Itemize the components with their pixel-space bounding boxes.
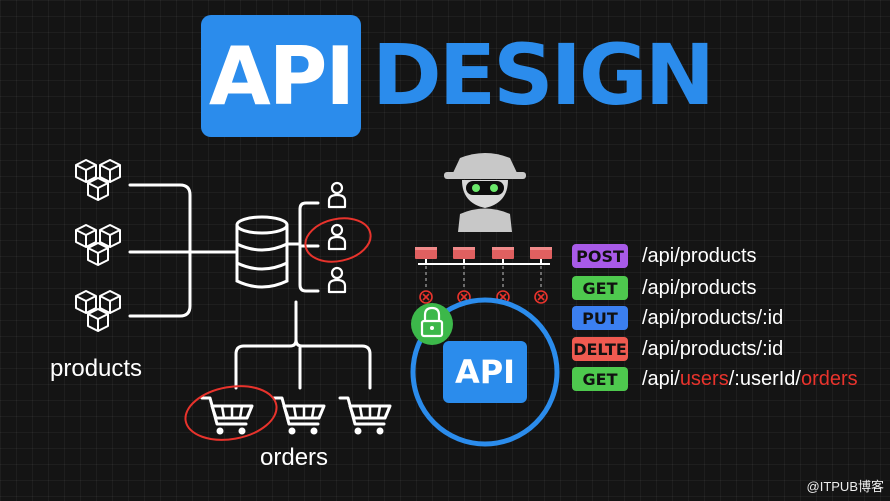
title-api-badge: API — [201, 15, 361, 137]
endpoint-path: /api/users/:userId/orders — [642, 368, 858, 391]
watermark-text: @ITPUB博客 — [806, 479, 884, 494]
blocked-x-icon — [419, 290, 433, 304]
orders-label: orders — [260, 444, 329, 471]
cart-icon — [200, 396, 254, 436]
endpoint-path-segment: /:userId/ — [728, 367, 801, 390]
user-icon — [327, 181, 347, 209]
users-connector — [286, 201, 320, 293]
endpoint-path: /api/products/:id — [642, 307, 783, 330]
hacker-icon — [444, 153, 526, 232]
endpoint-path-resource-highlight: users — [679, 367, 729, 390]
endpoint-path-segment: /api/products — [642, 244, 757, 267]
http-method-badge: POST — [572, 244, 628, 268]
server-links — [425, 266, 542, 290]
endpoint-path-segment: /api/products/:id — [642, 306, 784, 329]
http-method-badge: GET — [572, 276, 628, 300]
endpoint-path-segment: /api/products — [642, 276, 757, 299]
user-icon — [327, 223, 347, 251]
api-box: API — [443, 341, 527, 403]
endpoint-path-segment: /api/ — [642, 367, 680, 390]
http-method-badge: GET — [572, 367, 628, 391]
server-icon — [491, 246, 515, 265]
endpoint-path: /api/products — [642, 245, 757, 268]
endpoint-path: /api/products — [642, 277, 757, 300]
product-boxes-icon — [76, 225, 120, 265]
cart-icon — [338, 396, 392, 436]
http-method-badge: PUT — [572, 306, 628, 330]
server-icon — [414, 246, 438, 265]
endpoint-path: /api/products/:id — [642, 338, 783, 361]
endpoint-row: PUT/api/products/:id — [572, 305, 783, 331]
orders-connector — [234, 300, 372, 390]
user-highlight-circle — [304, 217, 372, 263]
product-boxes-icon — [76, 291, 120, 331]
title-design-text: DESIGN — [372, 26, 715, 124]
blocked-x-icon — [534, 290, 548, 304]
products-label: products — [50, 355, 143, 382]
endpoint-row: GET/api/users/:userId/orders — [572, 366, 858, 392]
endpoint-row: POST/api/products — [572, 243, 757, 269]
endpoint-row: GET/api/products — [572, 275, 757, 301]
endpoint-path-resource-highlight: orders — [800, 367, 858, 390]
endpoint-path-segment: /api/products/:id — [642, 337, 784, 360]
api-boundary-ring — [410, 297, 560, 447]
endpoint-row: DELTE/api/products/:id — [572, 336, 783, 362]
server-icon — [452, 246, 476, 265]
database-icon — [235, 215, 289, 289]
http-method-badge: DELTE — [572, 337, 628, 361]
user-icon — [327, 266, 347, 294]
product-boxes-icon — [76, 160, 120, 200]
cart-icon — [272, 396, 326, 436]
cart-highlight-circle — [184, 385, 278, 441]
server-icon — [529, 246, 553, 265]
lock-icon — [411, 303, 453, 345]
products-connector — [128, 183, 237, 318]
